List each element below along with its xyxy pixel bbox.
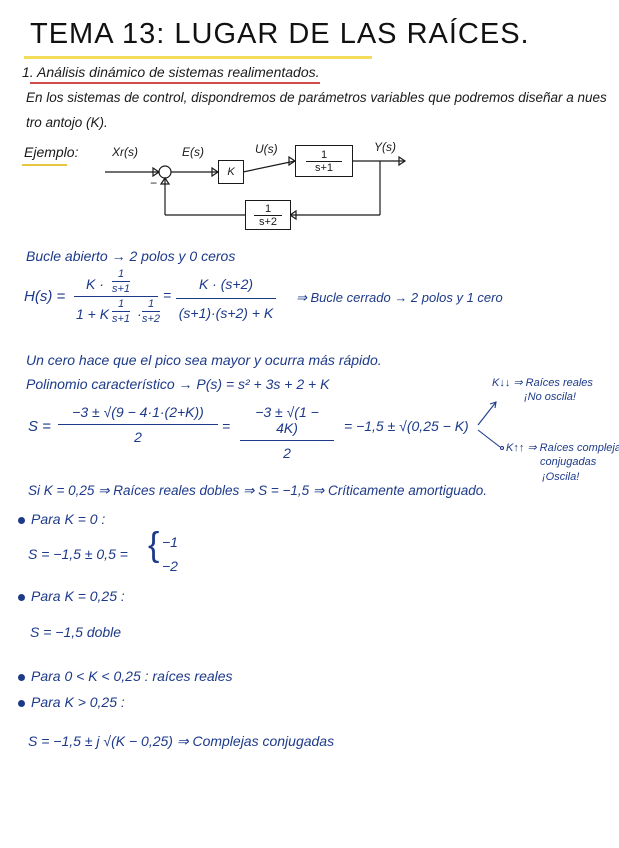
branch-high-line-2: conjugadas: [540, 456, 597, 468]
title-highlight: [24, 56, 372, 59]
feedback-num: 1: [254, 203, 282, 216]
hs-right-fraction: K · (s+2)(s+1)·(s+2) + K: [176, 276, 276, 321]
error-signal-label: E(s): [182, 145, 204, 159]
closed-loop-note: ⇒ Bucle cerrado → 2 polos y 1 cero: [296, 290, 503, 305]
page-title: TEMA 13: LUGAR DE LAS RAÍCES.: [30, 18, 530, 50]
roots-equals-1: =: [222, 418, 231, 434]
branch-low-line-1: K↓↓ ⇒ Raíces reales: [492, 377, 593, 389]
gain-block: K: [218, 160, 244, 184]
roots-fraction-2: −3 ± √(1 − 4K)2: [240, 404, 334, 461]
section-underline: [30, 82, 320, 84]
case-k025-result: S = −1,5 doble: [30, 624, 122, 640]
input-signal-label: Xr(s): [112, 145, 138, 159]
case-above-result: S = −1,5 ± j √(K − 0,25) ⇒ Complejas con…: [28, 733, 335, 749]
hs-den-prefix: 1 + K: [76, 306, 110, 322]
output-signal-label: Y(s): [374, 140, 396, 154]
plant-block: 1 s+1: [295, 145, 353, 177]
intro-line-1: En los sistemas de control, dispondremos…: [26, 90, 607, 105]
branch-high-line-3: ¡Oscila!: [542, 471, 580, 483]
bullet-icon: [18, 673, 25, 681]
intro-line-2: tro antojo (K).: [26, 115, 108, 130]
minus-sign: −: [150, 176, 158, 190]
zero-note: Un cero hace que el pico sea mayor y ocu…: [26, 352, 382, 368]
char-poly: Polinomio característico → P(s) = s² + 3…: [26, 376, 330, 392]
case-above-label: Para K > 0,25 :: [18, 694, 125, 710]
case-k025-label: Para K = 0,25 :: [18, 588, 125, 604]
branch-low-line-2: ¡No oscila!: [524, 391, 576, 403]
bullet-icon: [18, 593, 25, 601]
hs-equals: =: [163, 287, 172, 303]
feedback-den: s+2: [258, 216, 278, 228]
case-k0-result: S = −1,5 ± 0,5 =: [28, 546, 128, 562]
hs-lhs: H(s) =: [24, 288, 66, 305]
open-loop-note: Bucle abierto → 2 polos y 0 ceros: [26, 248, 236, 264]
roots-fraction-1: −3 ± √(9 − 4·1·(2+K))2: [58, 404, 218, 445]
critical-note: Si K = 0,25 ⇒ Raíces reales dobles ⇒ S =…: [28, 483, 488, 498]
branch-high-line-1: K↑↑ ⇒ Raíces complejas: [506, 442, 619, 454]
plant-den: s+1: [314, 162, 334, 174]
case-k0-label: Para K = 0 :: [18, 511, 105, 527]
roots-simplified: = −1,5 ± √(0,25 − K): [344, 418, 469, 434]
plant-num: 1: [306, 149, 342, 162]
example-underline: [22, 164, 67, 166]
bullet-icon: [18, 699, 25, 707]
case-between-label: Para 0 < K < 0,25 : raíces reales: [18, 668, 233, 684]
case-k0-root-1: −1: [162, 534, 178, 550]
brace: {: [148, 526, 160, 564]
control-signal-label: U(s): [255, 142, 278, 156]
case-k0-root-2: −2: [162, 558, 178, 574]
roots-lhs: S =: [28, 418, 51, 435]
example-label: Ejemplo:: [24, 144, 79, 160]
section-heading: 1. Análisis dinámico de sistemas realime…: [22, 64, 320, 80]
hs-den-dot: ·: [137, 306, 142, 322]
feedback-block: 1 s+2: [245, 200, 291, 230]
hs-num-k: K ·: [86, 276, 104, 292]
bullet-icon: [18, 516, 25, 524]
